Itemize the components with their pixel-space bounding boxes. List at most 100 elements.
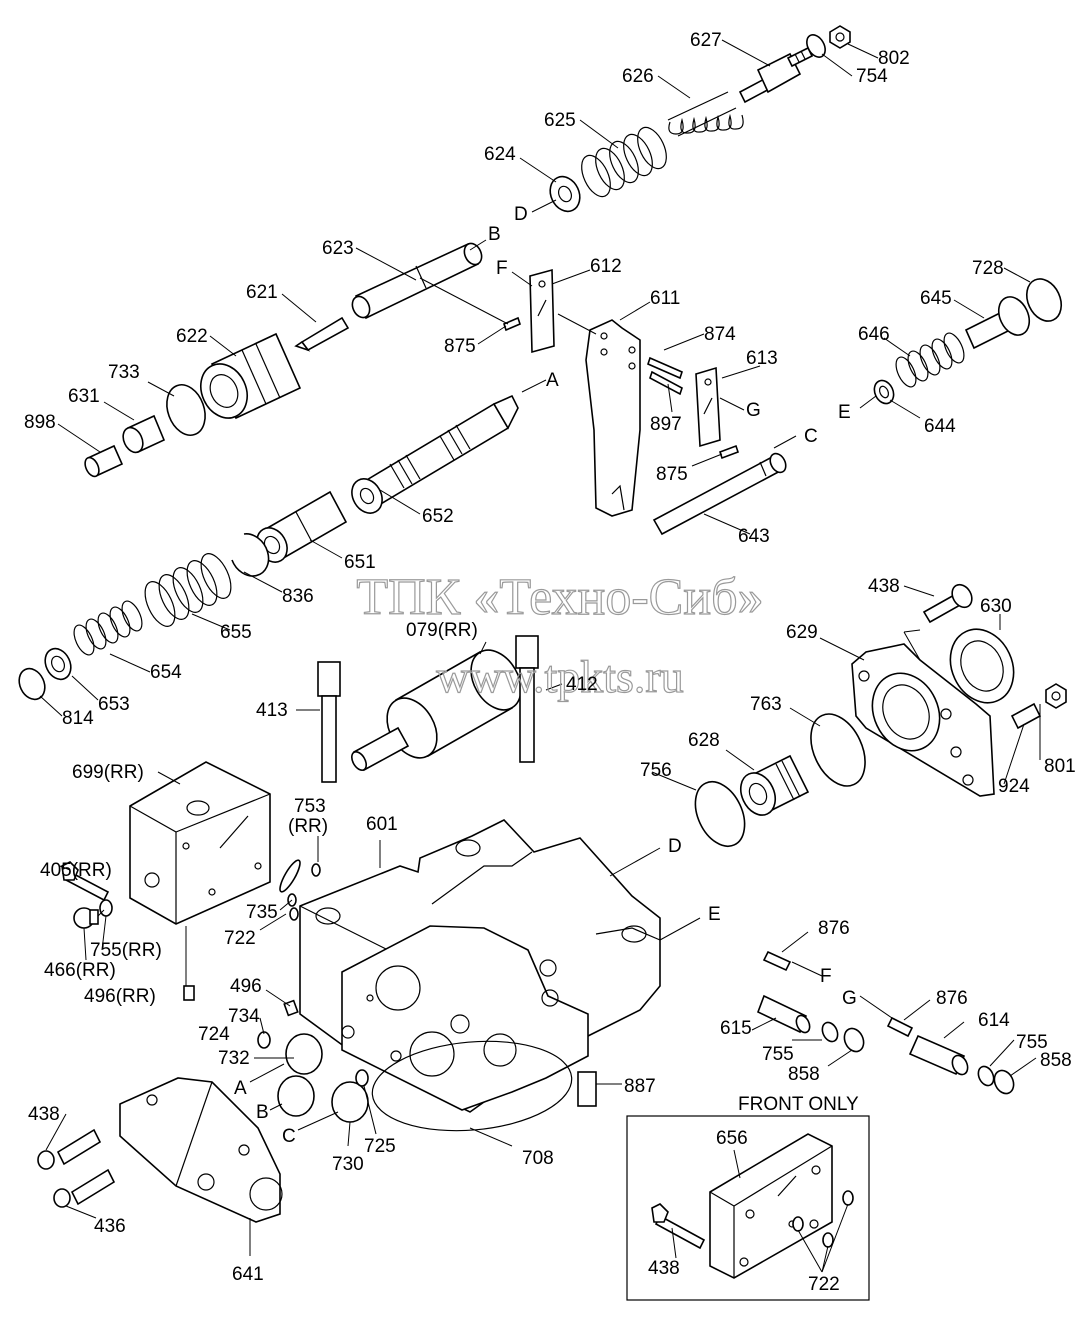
label-651: 651 [344, 552, 376, 573]
part-627-adjuster [738, 46, 814, 104]
part-858-ring-b [993, 1069, 1015, 1095]
label-924: 924 [998, 776, 1030, 797]
label-614: 614 [978, 1010, 1010, 1031]
label-754: 754 [856, 66, 888, 87]
label-621: 621 [246, 282, 278, 303]
label-755-a: 755 [762, 1044, 794, 1065]
part-924-stud [1010, 702, 1042, 730]
label-F-body: F [820, 966, 832, 987]
label-B-top: B [488, 224, 501, 245]
part-623-piston [351, 242, 483, 320]
label-466rr: 466(RR) [44, 960, 116, 981]
label-708: 708 [522, 1148, 554, 1169]
label-A-top: A [546, 370, 559, 391]
part-436-bolt [53, 1168, 116, 1208]
label-644: 644 [924, 416, 956, 437]
label-436: 436 [94, 1216, 126, 1237]
label-858-a: 858 [788, 1064, 820, 1085]
part-755-oring-a [821, 1021, 839, 1043]
part-655-spring [144, 553, 232, 627]
part-613-plate [695, 366, 721, 448]
label-438-top: 438 [868, 576, 900, 597]
label-612: 612 [590, 256, 622, 277]
label-G-top: G [746, 400, 761, 421]
label-755-b: 755 [1016, 1032, 1048, 1053]
label-858-b: 858 [1040, 1050, 1072, 1071]
label-079rr: 079(RR) [406, 620, 478, 641]
part-496rr-pin [183, 985, 195, 1001]
part-629-cover [851, 643, 995, 797]
label-622: 622 [176, 326, 208, 347]
part-730-oring [331, 1081, 369, 1123]
part-438-bolt-left [37, 1128, 102, 1170]
part-724-oring [257, 1031, 271, 1049]
label-D-body: D [668, 836, 682, 857]
part-814-ring [18, 667, 46, 701]
label-876-b: 876 [936, 988, 968, 1009]
label-802: 802 [878, 48, 910, 69]
label-733: 733 [108, 362, 140, 383]
part-615-pin [756, 994, 811, 1034]
label-405rr: 405(RR) [40, 860, 112, 881]
leader-lines [39, 39, 1041, 1273]
label-735: 735 [246, 902, 278, 923]
part-653-seat [44, 647, 72, 681]
label-613: 613 [746, 348, 778, 369]
part-755-oring-b [977, 1065, 995, 1087]
label-G-body: G [842, 988, 857, 1009]
part-874-pin [647, 356, 683, 380]
label-652: 652 [422, 506, 454, 527]
watermark-line-2: www.tpkts.ru [436, 651, 683, 702]
part-733-oring [166, 384, 206, 436]
label-874: 874 [704, 324, 736, 345]
label-801: 801 [1044, 756, 1076, 777]
label-630: 630 [980, 596, 1012, 617]
part-438-bolt-top [922, 583, 973, 624]
part-614-pin [908, 1034, 969, 1076]
part-875-pin-b [718, 444, 740, 460]
label-623: 623 [322, 238, 354, 259]
part-755rr-oring [99, 899, 113, 917]
label-722-inset: 722 [808, 1274, 840, 1295]
label-B-body: B [256, 1102, 269, 1123]
label-724: 724 [198, 1024, 230, 1045]
label-D-top: D [514, 204, 528, 225]
label-646: 646 [858, 324, 890, 345]
label-E-body: E [708, 904, 721, 925]
part-836-snap-ring [231, 533, 270, 577]
label-875-b: 875 [656, 464, 688, 485]
label-732: 732 [218, 1048, 250, 1069]
label-624: 624 [484, 144, 516, 165]
part-897-pin [649, 370, 683, 396]
part-405-bolt [61, 861, 110, 902]
part-496-pin [283, 999, 299, 1017]
label-753-rr: (RR) [288, 816, 328, 837]
label-438-left: 438 [28, 1104, 60, 1125]
part-732-oring [277, 1075, 315, 1117]
part-643-rod [652, 452, 787, 536]
watermark-line-1: ТПК «Техно-Сиб» [356, 569, 763, 626]
label-722-body: 722 [224, 928, 256, 949]
label-631: 631 [68, 386, 100, 407]
label-755rr: 755(RR) [90, 940, 162, 961]
part-079-solenoid [350, 649, 522, 772]
label-645: 645 [920, 288, 952, 309]
label-656: 656 [716, 1128, 748, 1149]
part-621-needle [294, 316, 350, 352]
part-412-bolt [515, 635, 539, 763]
part-656-plate [709, 1133, 833, 1279]
label-F-top: F [496, 258, 508, 279]
label-C-body: C [282, 1126, 296, 1147]
part-652-spool [351, 394, 519, 514]
part-876-pin-b [886, 1016, 914, 1038]
part-756-oring [694, 781, 746, 847]
part-801-nut [1045, 683, 1067, 709]
part-601-front-face [341, 925, 589, 1111]
label-628: 628 [688, 730, 720, 751]
part-626-spring [667, 91, 744, 137]
part-699-cover [129, 761, 271, 925]
label-627: 627 [690, 30, 722, 51]
label-496rr: 496(RR) [84, 986, 156, 1007]
part-413-bolt [317, 661, 341, 783]
part-641-cover [119, 1077, 283, 1223]
